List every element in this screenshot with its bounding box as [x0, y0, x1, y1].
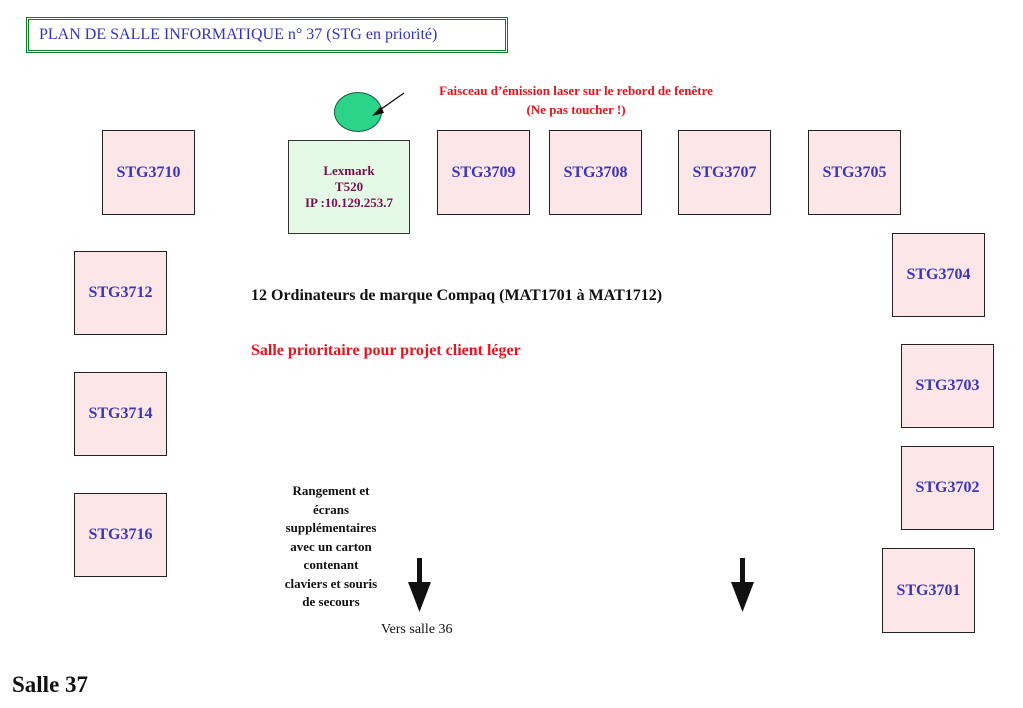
station-label: STG3707	[692, 163, 757, 181]
station-stg3702: STG3702	[901, 446, 994, 530]
room-label: Salle 37	[12, 672, 89, 697]
station-stg3712: STG3712	[74, 251, 167, 335]
station-stg3701: STG3701	[882, 548, 975, 633]
station-label: STG3710	[116, 163, 181, 181]
station-label: STG3704	[906, 266, 971, 283]
printer-lexmark: Lexmark T520 IP :10.129.253.7	[288, 140, 410, 234]
station-label: STG3714	[88, 405, 153, 422]
station-label: STG3709	[451, 163, 516, 181]
priority-note: Salle prioritaire pour projet client lég…	[251, 342, 521, 359]
station-label: STG3702	[915, 479, 980, 496]
station-stg3703: STG3703	[901, 344, 994, 428]
laser-emitter-shape	[334, 92, 382, 132]
station-label: STG3701	[896, 581, 961, 599]
storage-line: écrans	[312, 501, 350, 517]
printer-brand: Lexmark	[323, 163, 375, 178]
laser-warning: Faisceau d’émission laser sur le rebord …	[400, 81, 752, 119]
station-stg3705: STG3705	[808, 130, 901, 215]
printer-ip: IP :10.129.253.7	[304, 195, 394, 210]
laser-warning-line1: Faisceau d’émission laser sur le rebord …	[439, 83, 713, 98]
station-stg3709: STG3709	[437, 130, 530, 215]
computers-info: 12 Ordinateurs de marque Compaq (MAT1701…	[251, 287, 663, 304]
storage-line: Rangement et	[292, 483, 370, 498]
laser-warning-line2: (Ne pas toucher !)	[526, 102, 626, 117]
station-stg3708: STG3708	[549, 130, 642, 215]
down-arrow-right-icon	[731, 558, 754, 612]
storage-line: de secours	[302, 594, 360, 609]
station-label: STG3705	[822, 163, 887, 181]
storage-note: Rangement et écrans supplémentaires avec…	[262, 482, 400, 612]
storage-line: avec un carton	[290, 538, 372, 554]
storage-line: contenant	[303, 557, 359, 572]
station-label: STG3712	[88, 284, 153, 301]
storage-line: supplémentaires	[285, 520, 377, 535]
station-stg3704: STG3704	[892, 233, 985, 317]
plan-title-text: PLAN DE SALLE INFORMATIQUE n° 37 (STG en…	[39, 26, 438, 43]
storage-line: claviers et souris	[284, 575, 378, 591]
exit-label: Vers salle 36	[381, 622, 453, 637]
laser-pointer-arrow-head	[372, 106, 384, 116]
station-stg3714: STG3714	[74, 372, 167, 456]
plan-title: PLAN DE SALLE INFORMATIQUE n° 37 (STG en…	[26, 17, 508, 53]
station-stg3716: STG3716	[74, 493, 167, 577]
down-arrow-left-icon	[408, 558, 431, 612]
station-label: STG3703	[915, 377, 980, 394]
station-stg3710: STG3710	[102, 130, 195, 215]
printer-model: T520	[334, 179, 364, 194]
station-label: STG3708	[563, 163, 628, 181]
station-label: STG3716	[88, 526, 153, 543]
station-stg3707: STG3707	[678, 130, 771, 215]
